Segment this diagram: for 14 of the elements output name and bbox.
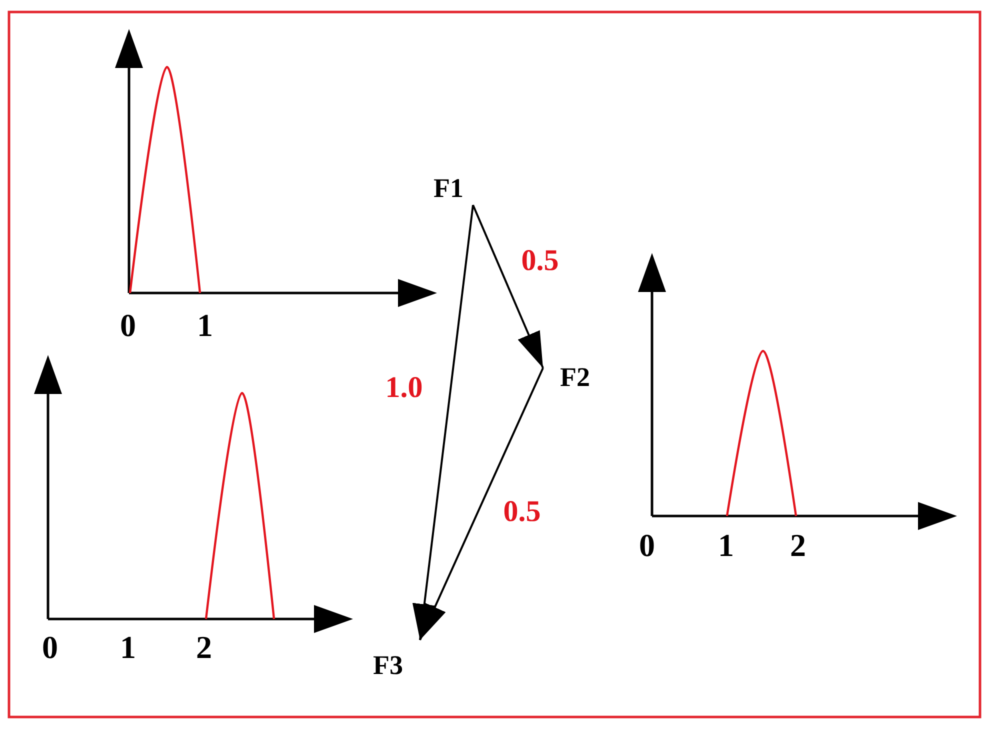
arrow <box>419 368 544 640</box>
arrow <box>412 204 474 640</box>
tick-label: 1 <box>197 309 213 341</box>
arrow <box>472 204 544 368</box>
tick-label: 0 <box>639 529 655 561</box>
node-label: F1 <box>424 172 473 205</box>
tick-label: 2 <box>196 631 212 663</box>
node-label: F2 <box>543 360 607 394</box>
tick-label: 0 <box>120 309 136 341</box>
tick-label: 2 <box>790 529 806 561</box>
tick-label: 1 <box>120 631 136 663</box>
tick-label: 1 <box>718 529 734 561</box>
node-label: F3 <box>356 640 420 690</box>
tick-label: 0 <box>42 631 58 663</box>
